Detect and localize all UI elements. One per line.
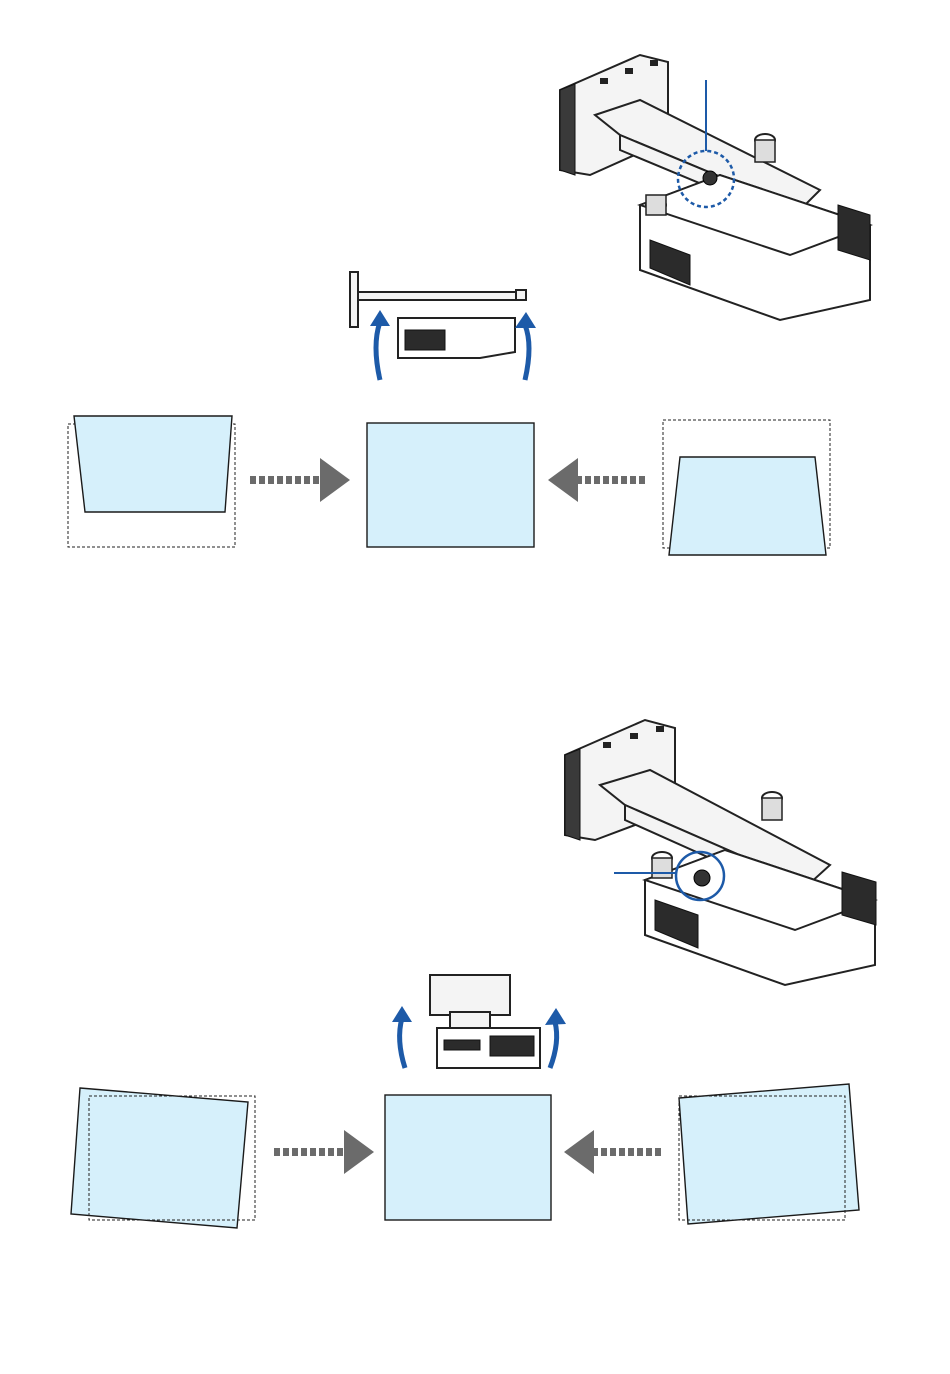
wall-plate-side — [565, 749, 580, 840]
up-arrow-head-icon — [545, 1008, 566, 1025]
front-projector-lens — [444, 1040, 480, 1050]
keystone-screen-left — [74, 416, 232, 512]
figure-2 — [71, 720, 876, 1228]
screen-row-1 — [68, 416, 830, 555]
wall-plate-side — [560, 84, 575, 175]
bracket-projector-illustration-1 — [560, 55, 870, 320]
corrected-screen-2 — [385, 1095, 551, 1220]
side-view-illustration-1 — [350, 272, 536, 380]
wall-plate-hole — [630, 733, 638, 739]
bracket-projector-illustration-2 — [565, 720, 876, 985]
front-view-illustration-2 — [392, 975, 566, 1068]
up-arrow-head-icon — [515, 312, 536, 328]
foot-cylinder-body — [762, 798, 782, 820]
wall-plate-hole — [603, 742, 611, 748]
figure-1 — [68, 55, 870, 555]
up-arrow-head-icon — [370, 310, 390, 326]
screen-row-2 — [71, 1084, 859, 1228]
wall-plate-hole — [625, 68, 633, 74]
side-arm — [358, 292, 518, 300]
foot-cylinder-body — [652, 858, 672, 878]
left-arrow-icon — [564, 1130, 594, 1174]
wall-plate-hole — [600, 78, 608, 84]
front-projector-ports — [490, 1036, 534, 1056]
right-arrow-icon — [320, 458, 350, 502]
side-arm-end — [516, 290, 526, 300]
foot-cylinder-body — [646, 195, 666, 215]
wall-plate-hole — [656, 726, 664, 732]
keystone-screen-right — [669, 457, 826, 555]
up-arrow-head-icon — [392, 1006, 412, 1022]
up-arrow-icon — [400, 1018, 405, 1068]
front-wall-plate — [430, 975, 510, 1015]
up-arrow-icon — [550, 1022, 557, 1068]
left-arrow-icon — [548, 458, 578, 502]
rotated-screen-right — [679, 1084, 859, 1224]
up-arrow-icon — [376, 322, 380, 380]
adjustment-knob-icon — [694, 870, 710, 886]
side-projector-vent — [405, 330, 445, 350]
corrected-screen-1 — [367, 423, 534, 547]
wall-plate-hole — [650, 60, 658, 66]
foot-cylinder-body — [755, 140, 775, 162]
right-arrow-icon — [344, 1130, 374, 1174]
projector-ports — [838, 205, 870, 260]
rotated-screen-left — [71, 1088, 248, 1228]
side-wall-plate — [350, 272, 358, 327]
adjustment-knob-icon — [703, 171, 717, 185]
up-arrow-icon — [525, 325, 529, 380]
